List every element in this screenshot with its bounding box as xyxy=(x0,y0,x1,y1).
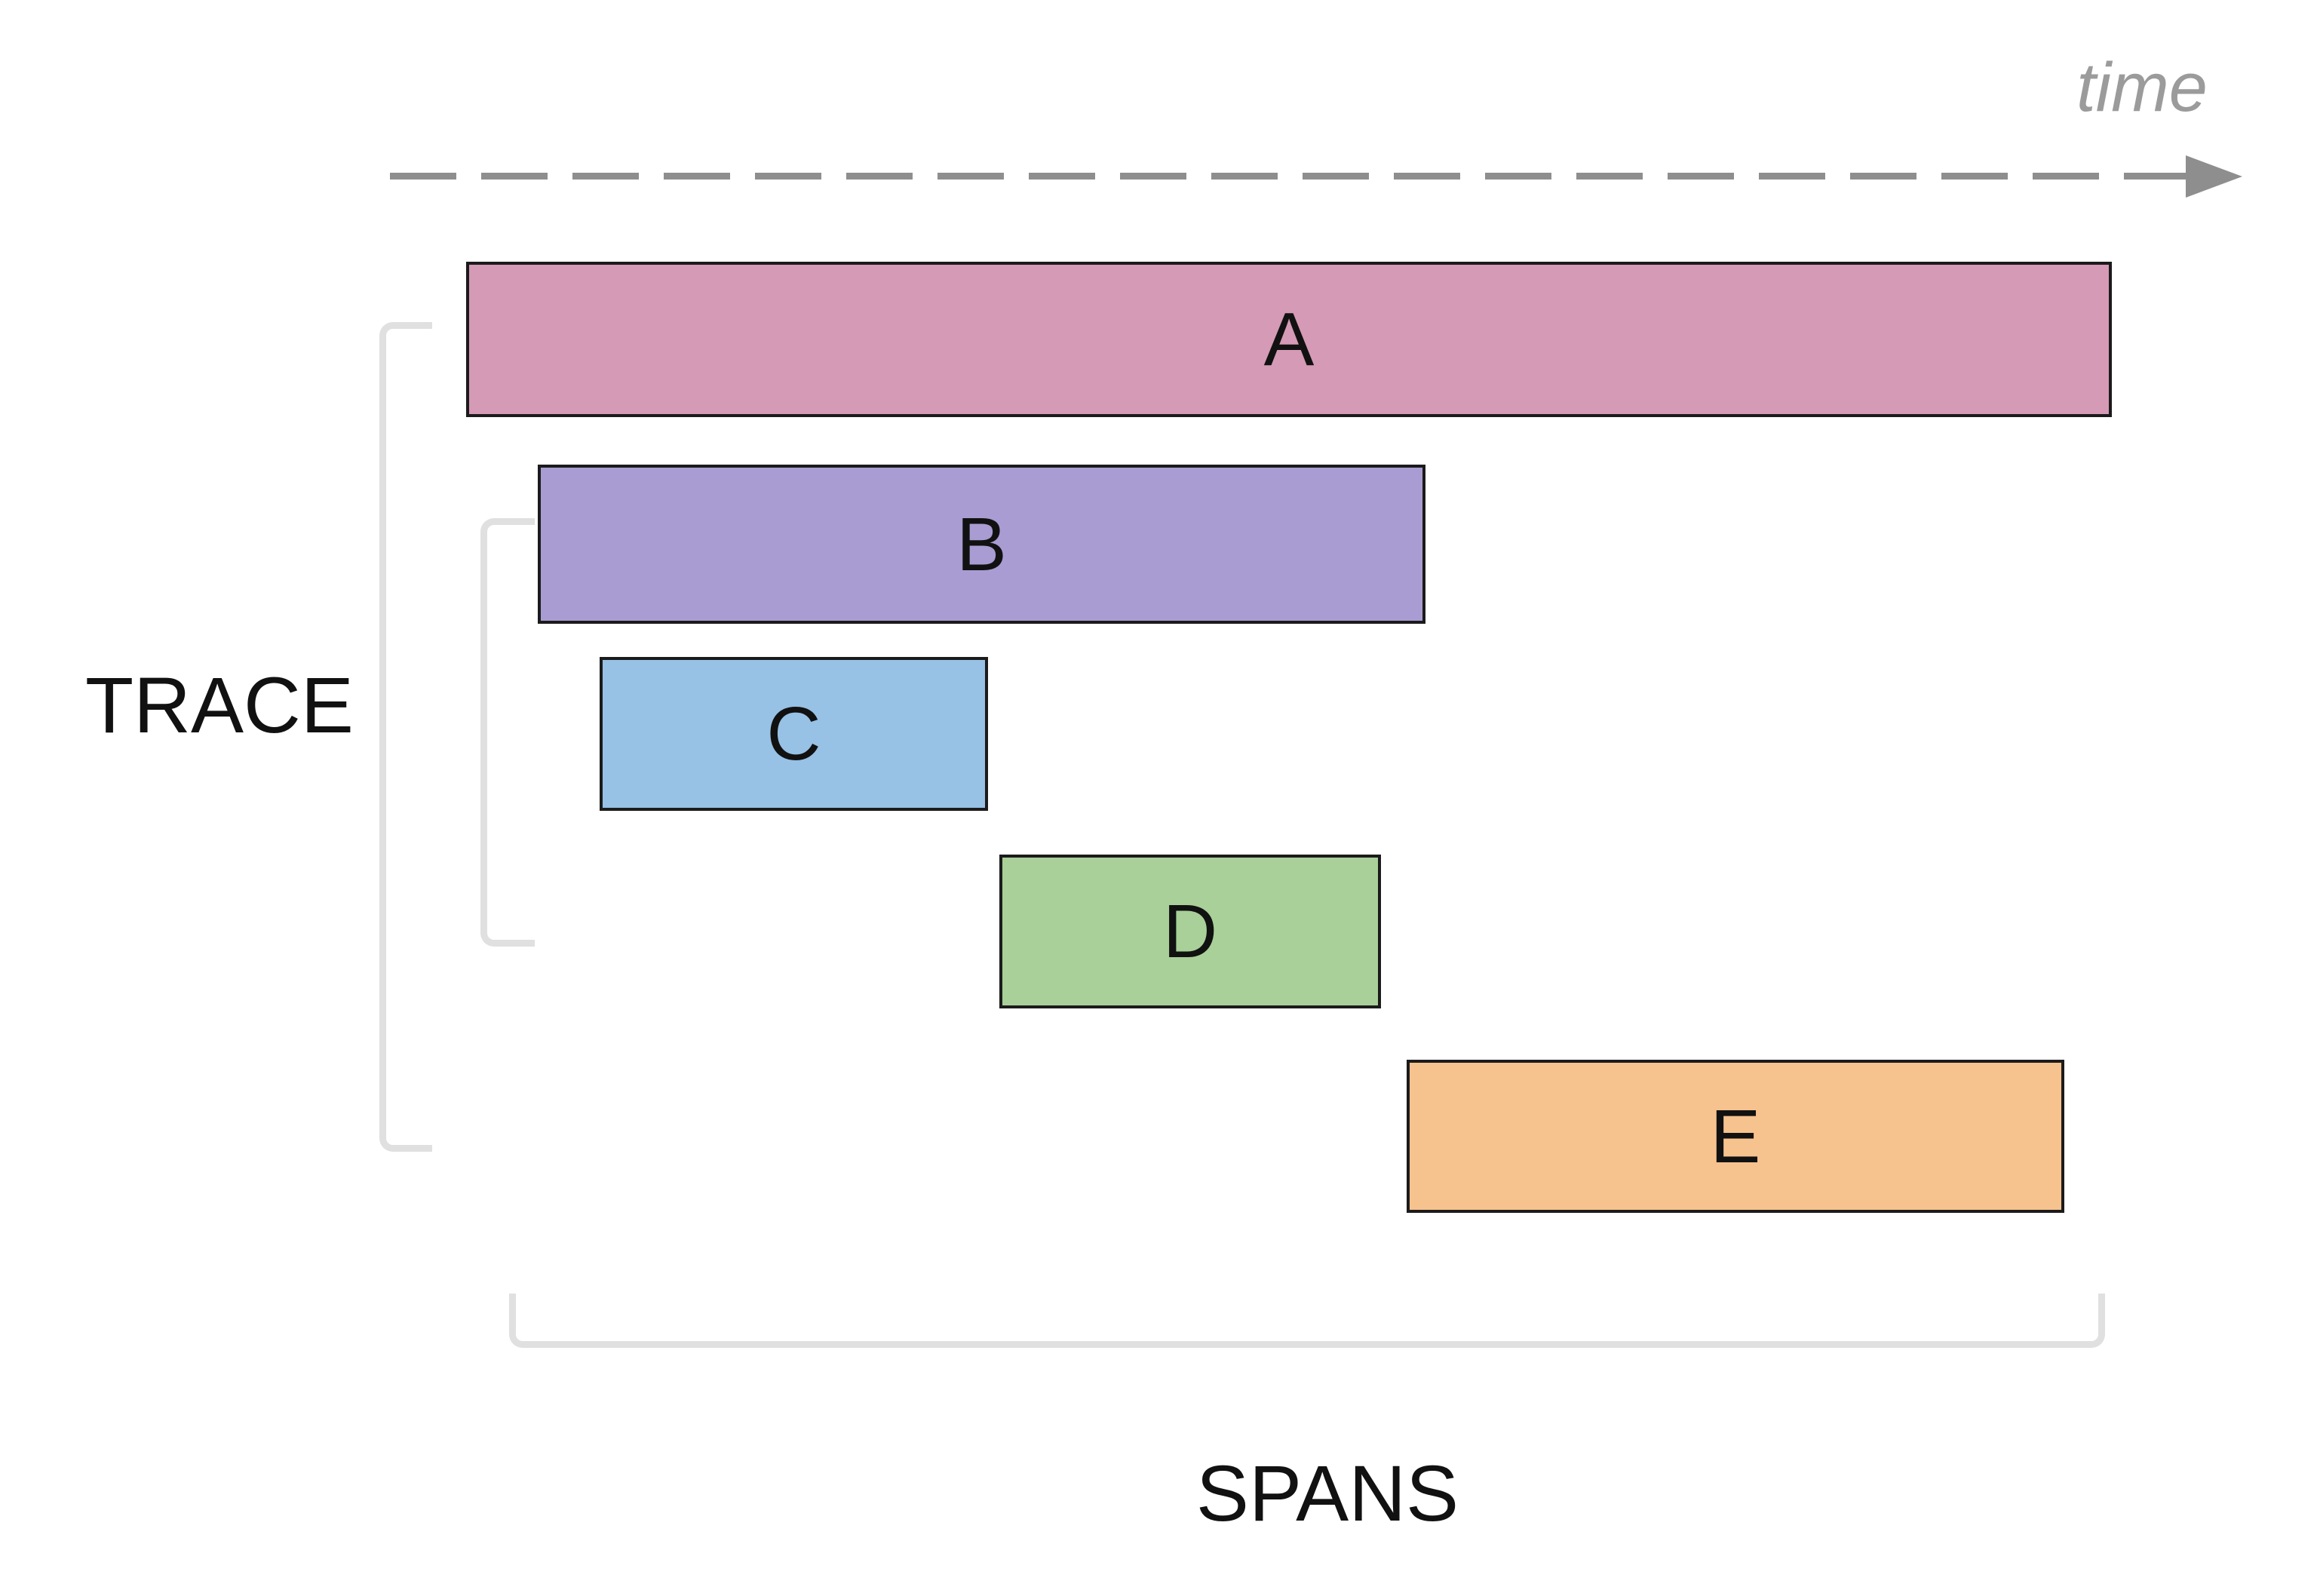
time-axis-label: time xyxy=(2076,49,2208,126)
spans-bracket xyxy=(509,1294,2105,1348)
span-bar-c-label: C xyxy=(766,692,821,776)
child-spans-bracket xyxy=(480,518,535,947)
span-bar-d-label: D xyxy=(1162,889,1218,974)
trace-caption: TRACE xyxy=(85,661,354,750)
span-bar-b: B xyxy=(538,465,1425,624)
arrow-right-icon xyxy=(2186,155,2242,198)
span-bar-a-label: A xyxy=(1263,297,1315,382)
trace-bracket xyxy=(379,322,432,1152)
span-bar-c: C xyxy=(600,657,988,811)
span-bar-b-label: B xyxy=(956,502,1007,587)
spans-caption: SPANS xyxy=(1195,1450,1459,1538)
span-bar-e-label: E xyxy=(1710,1094,1761,1179)
time-axis-dashed-line xyxy=(390,173,2188,180)
span-bar-a: A xyxy=(466,262,2112,417)
span-bar-d: D xyxy=(999,855,1381,1008)
span-bar-e: E xyxy=(1407,1060,2064,1213)
